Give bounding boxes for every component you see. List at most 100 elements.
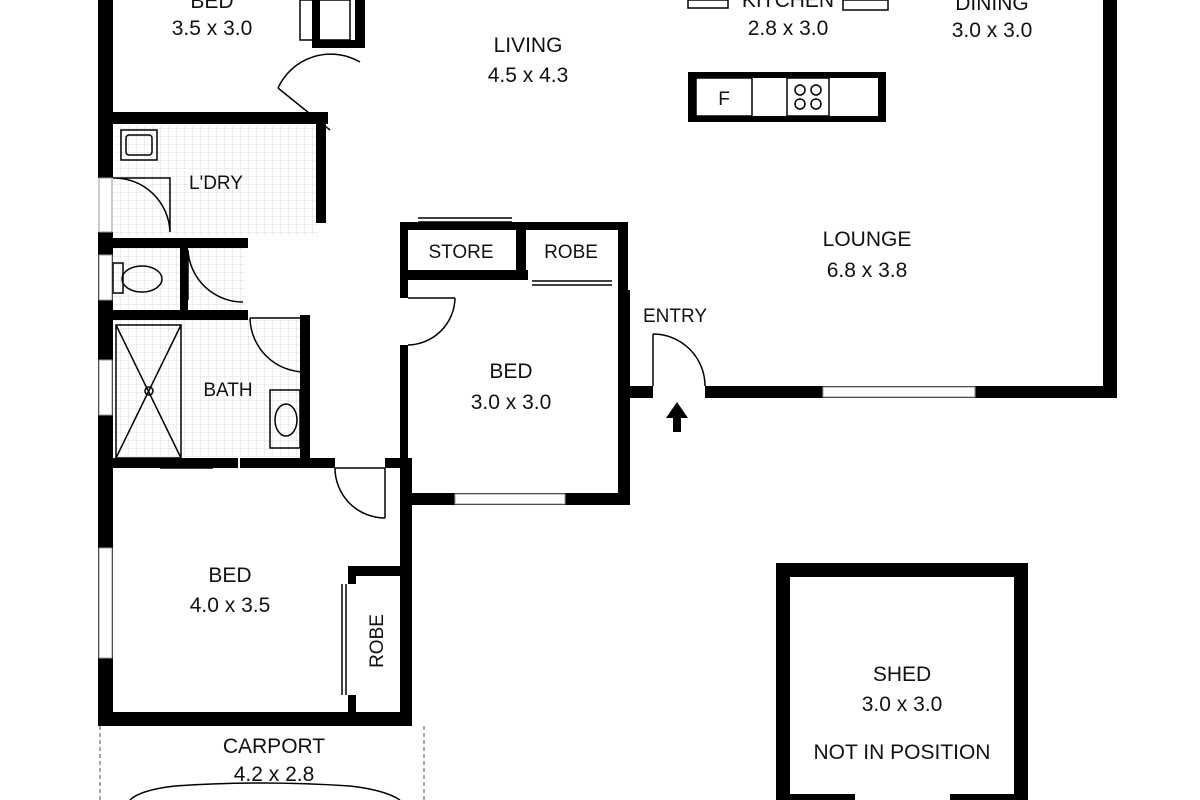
fridge-icon [695, 77, 753, 117]
shed-name: SHED [873, 663, 931, 686]
door-entry [652, 333, 706, 387]
wall-toilet-top [98, 238, 248, 248]
carport [99, 726, 425, 800]
toilet-bowl-icon [121, 265, 163, 293]
window-bath [98, 359, 113, 416]
shower-drain-icon [144, 386, 154, 396]
window-laundry [98, 177, 113, 233]
bed-mid-dim: 3.0 x 3.0 [471, 391, 552, 414]
sliding-door-store [418, 217, 512, 223]
sliding-door-bath [160, 463, 213, 469]
lounge-dim: 6.8 x 3.8 [827, 259, 908, 282]
burner-1-icon [794, 84, 806, 96]
wall-store-top [400, 222, 628, 230]
basin-bowl-icon [274, 403, 298, 437]
entry-name: ENTRY [643, 306, 707, 327]
wall-robe-bottom-left2 [348, 695, 356, 715]
wall-robe-bottom-top [348, 566, 402, 576]
wall-toilet-right [238, 238, 248, 248]
door-bath [249, 317, 306, 373]
burner-4-icon [810, 98, 822, 110]
burner-2-icon [810, 84, 822, 96]
lounge-name: LOUNGE [823, 228, 912, 251]
wall-bed-bottom-right [400, 458, 412, 726]
bed-top-dim: 3.5 x 3.0 [172, 17, 253, 40]
kitchen-bench-right-icon [842, 0, 889, 11]
shower-icon [115, 324, 182, 459]
dining-dim: 3.0 x 3.0 [952, 19, 1033, 42]
bed-mid-name: BED [489, 360, 532, 383]
entry-arrow-icon [666, 402, 688, 432]
shed [776, 563, 1028, 800]
wall-store-div [516, 222, 526, 280]
kitchen-bench-icon [687, 0, 729, 9]
fridge-label: F [718, 89, 730, 110]
doors [112, 53, 706, 695]
basin-icon [269, 389, 301, 449]
carport-dim: 4.2 x 2.8 [234, 763, 315, 786]
wall-bath-bottom [98, 458, 238, 468]
window-lounge [822, 386, 976, 398]
wall-bed-top-right [355, 0, 365, 48]
burner-3-icon [794, 98, 806, 110]
bed-top-name: BED [190, 0, 233, 13]
wall-store-bottom [400, 270, 528, 280]
door-laundry [112, 177, 171, 233]
laundry-tiles [113, 125, 318, 235]
wall-hall-stub [385, 458, 403, 468]
kitchen-dim: 2.8 x 3.0 [748, 17, 829, 40]
window-bed-mid [454, 493, 566, 505]
wall-toilet-bottom [98, 310, 248, 320]
wall-robe-mid-right [618, 222, 628, 292]
wall-bed-bottom-bottom [98, 712, 412, 726]
toilet-cistern-icon [112, 262, 124, 294]
car-outline-icon [129, 782, 401, 800]
carport-name: CARPORT [223, 735, 325, 758]
window-bed-bottom [98, 547, 113, 659]
shed-note: NOT IN POSITION [814, 741, 991, 764]
wall-entry-stub [618, 386, 653, 398]
sliding-door-robe-bottom [341, 584, 347, 695]
wall-laundry-right [316, 118, 326, 223]
toilet-tiles [113, 248, 245, 316]
wardrobe-bed-top-icon [299, 0, 351, 41]
robe-mid-name: ROBE [544, 242, 598, 263]
door-bed-top [277, 53, 361, 131]
wall-store-left [400, 222, 408, 277]
door-toilet [187, 249, 244, 303]
windows [98, 177, 976, 659]
fixtures: F [112, 0, 889, 459]
wall-left-outer [98, 0, 113, 125]
wall-toilet-div [180, 248, 188, 316]
laundry-sink-inner-icon [125, 134, 153, 156]
wall-bed-robe [312, 40, 362, 48]
bath-name: BATH [203, 380, 252, 401]
living-dim: 4.5 x 4.3 [488, 64, 569, 87]
wall-bed-robe-side [312, 0, 320, 48]
wall-bed-top-bottom [98, 112, 328, 124]
door-bed-bottom [334, 467, 386, 519]
bed-bottom-dim: 4.0 x 3.5 [190, 594, 271, 617]
robe-bottom-name: ROBE [367, 614, 388, 668]
wall-right-outer [1103, 0, 1117, 398]
laundry-name: L'DRY [189, 173, 243, 194]
cooktop-icon [786, 77, 830, 117]
shower-cross-icon [115, 324, 182, 459]
sliding-door-robe-mid [532, 280, 612, 286]
wall-bath-right [300, 315, 310, 465]
store-name: STORE [428, 242, 493, 263]
window-toilet [98, 254, 113, 301]
room-labels: BED 3.5 x 3.0 LIVING 4.5 x 4.3 KITCHEN 2… [172, 0, 1033, 786]
living-name: LIVING [494, 34, 563, 57]
wall-bed-mid-left-top [400, 280, 408, 298]
wall-left-laundry [98, 118, 113, 178]
bed-bottom-name: BED [208, 564, 251, 587]
laundry-sink-icon [120, 129, 158, 161]
wall-bed-mid-left [400, 345, 408, 505]
dining-name: DINING [955, 0, 1029, 15]
wall-robe-bottom-left [348, 566, 356, 584]
shed-dim: 3.0 x 3.0 [862, 693, 943, 716]
door-bed-mid [407, 297, 456, 346]
kitchen-name: KITCHEN [742, 0, 834, 12]
